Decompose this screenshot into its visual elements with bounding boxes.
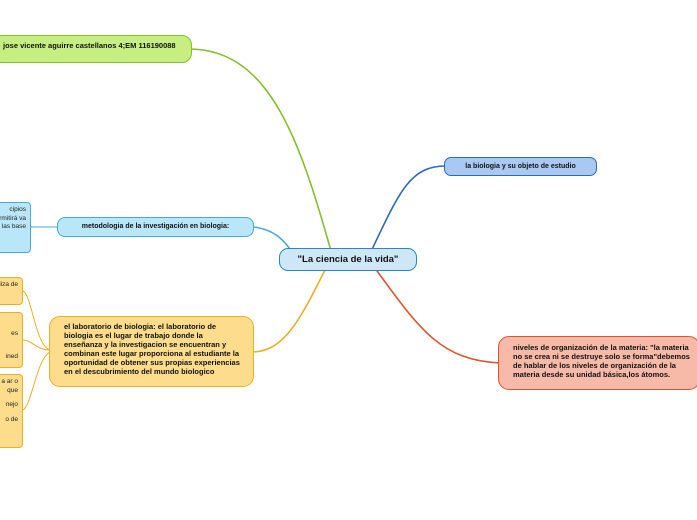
link-author (189, 48, 334, 259)
topic-laboratorio-biologia[interactable]: el laboratorio de biologia: el laborator… (49, 316, 254, 387)
subtopic-laboratorio-2-line-a: es (11, 330, 18, 337)
link-lab-child-3 (22, 351, 51, 411)
subtopic-laboratorio-2[interactable]: es ined (0, 312, 23, 368)
central-topic[interactable]: "La ciencia de la vida" (279, 248, 417, 271)
link-biologia (367, 165, 447, 259)
subtopic-laboratorio-1[interactable]: reliza de (0, 277, 23, 305)
topic-metodologia-investigacion[interactable]: metodologia de la investigación en biolo… (57, 217, 254, 237)
topic-niveles-organizacion[interactable]: niveles de organización de la materia: "… (498, 336, 697, 390)
topic-biologia-objeto-estudio[interactable]: la biologia y su objeto de estudio (444, 157, 597, 176)
subtopic-metodologia-detail[interactable]: cipios rmitirá va las base (0, 202, 31, 253)
subtopic-laboratorio-3-line-b: nejo (5, 401, 18, 408)
subtopic-laboratorio-2-line-b: ined (5, 352, 18, 360)
link-lab-child-2 (22, 339, 51, 351)
subtopic-laboratorio-3-line-c: o de (5, 415, 18, 423)
link-lab-child-1 (22, 290, 51, 351)
subtopic-laboratorio-3-line-a: a a ar o que (0, 378, 18, 394)
subtopic-laboratorio-3[interactable]: a a ar o que nejo o de (0, 374, 23, 448)
link-niveles (371, 263, 501, 364)
link-laboratorio (253, 263, 329, 353)
topic-author[interactable]: jose vicente aguirre castellanos 4;EM 11… (0, 35, 192, 63)
